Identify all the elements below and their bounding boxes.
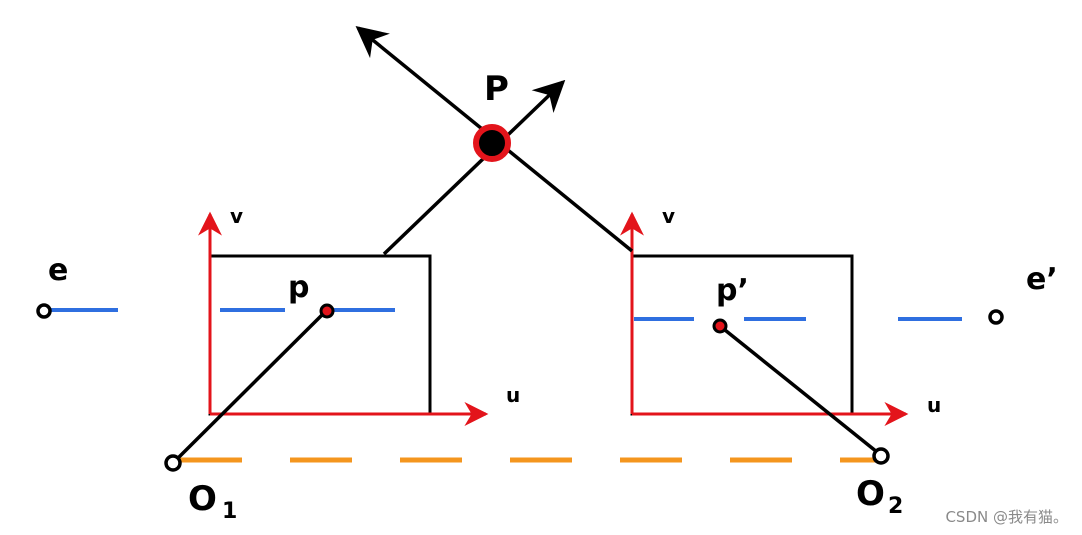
- label-axis-v-right: v: [662, 204, 675, 228]
- world-point-P: [473, 124, 511, 162]
- image-point-p: [319, 303, 335, 319]
- label-O2-subscript: 2: [888, 494, 903, 519]
- label-axis-v-left: v: [230, 204, 243, 228]
- label-O1-subscript: 1: [222, 499, 237, 524]
- camera-center-O2: [872, 447, 890, 465]
- label-e-prime: e’: [1026, 262, 1058, 297]
- left-ray-lower: [172, 309, 328, 464]
- left-ray-upper: [382, 79, 566, 256]
- label-e: e: [48, 253, 68, 288]
- watermark: CSDN @我有猫。: [945, 508, 1068, 526]
- epipole-e: [36, 303, 52, 319]
- label-O1: O: [188, 479, 217, 519]
- label-p: p: [288, 270, 309, 305]
- label-p-prime: p’: [716, 273, 749, 308]
- label-axis-u-right: u: [927, 393, 941, 417]
- label-P: P: [484, 69, 509, 109]
- label-O2: O: [856, 474, 885, 514]
- camera-center-O1: [164, 454, 182, 472]
- epipole-e-prime: [988, 309, 1004, 325]
- left-image-plane: [208, 254, 432, 416]
- label-axis-u-left: u: [506, 383, 520, 407]
- right-ray-lower: [718, 324, 884, 458]
- image-point-p-prime: [712, 318, 728, 334]
